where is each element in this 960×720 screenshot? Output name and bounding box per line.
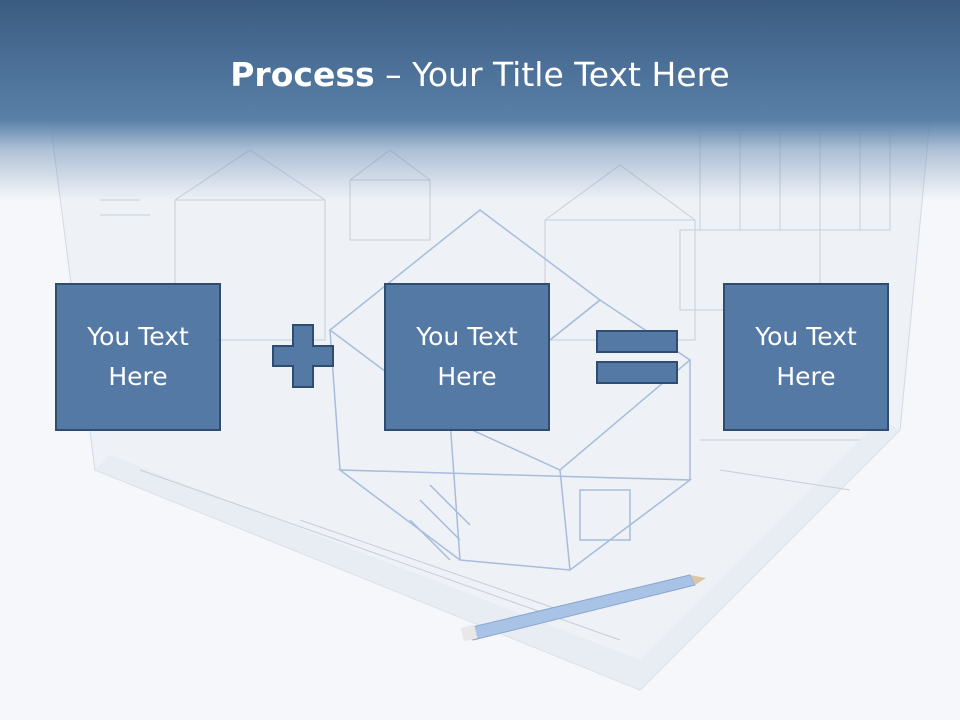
process-box-3[interactable]: You Text Here (723, 283, 889, 431)
plus-icon (272, 324, 334, 388)
process-box-2-text: You Text Here (416, 322, 518, 391)
process-box-1-text: You Text Here (87, 322, 189, 391)
equals-icon (596, 330, 678, 384)
title-bar (0, 0, 960, 200)
title-bold-text: Process (230, 55, 375, 94)
process-box-3-text: You Text Here (755, 322, 857, 391)
process-box-2[interactable]: You Text Here (384, 283, 550, 431)
slide-title[interactable]: Process – Your Title Text Here (0, 54, 960, 96)
title-rest-text: – Your Title Text Here (374, 55, 730, 94)
process-box-1[interactable]: You Text Here (55, 283, 221, 431)
